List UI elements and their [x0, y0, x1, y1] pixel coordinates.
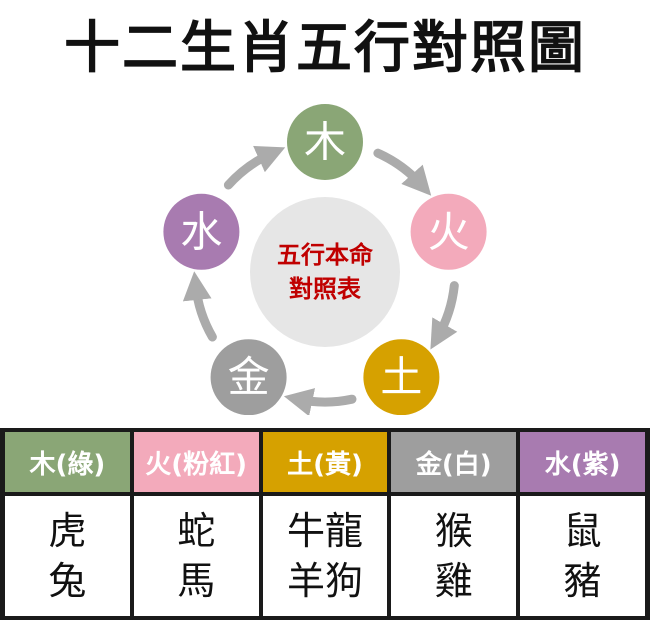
node-fire [410, 193, 487, 270]
arrow-water-to-wood [223, 145, 286, 190]
header-wood: 木(綠) [5, 432, 130, 492]
zodiac-animal: 猴 [434, 509, 473, 553]
zodiac-animal: 馬 [177, 559, 216, 603]
header-fire: 火(粉紅) [133, 432, 259, 492]
node-water-label: 水 [180, 207, 222, 256]
cell-earth: 牛龍 羊狗 [262, 496, 388, 616]
zodiac-animal: 虎 [48, 509, 87, 553]
node-earth [363, 339, 440, 415]
zodiac-animal: 蛇 [177, 509, 216, 553]
zodiac-animal: 牛龍 [286, 509, 363, 553]
cell-metal: 猴 雞 [391, 496, 517, 616]
zodiac-animal: 羊狗 [286, 559, 363, 603]
node-wood [287, 104, 363, 180]
node-wood-label: 木 [304, 118, 346, 167]
cycle-arrows [182, 145, 459, 415]
cell-water: 鼠 豬 [520, 496, 645, 616]
header-metal: 金(白) [391, 432, 517, 492]
cell-fire: 蛇 馬 [133, 496, 259, 616]
arrow-fire-to-earth [430, 281, 459, 350]
page-title: 十二生肖五行對照圖 [64, 16, 586, 81]
node-metal-label: 金 [228, 353, 270, 402]
cell-wood: 虎 兔 [5, 496, 130, 616]
node-water [163, 193, 240, 270]
header-earth: 土(黃) [262, 432, 388, 492]
node-earth-label: 土 [380, 353, 422, 402]
center-text-line-2: 對照表 [289, 275, 362, 303]
five-elements-cycle-diagram: 五行本命 對照表 木火土 金 水 [163, 104, 487, 415]
node-metal [210, 339, 287, 415]
zodiac-animal: 兔 [48, 559, 87, 603]
arrow-metal-to-water [182, 271, 217, 342]
center-text-line-1: 五行本命 [277, 241, 374, 269]
zodiac-animal: 鼠 [563, 509, 602, 553]
node-fire-label: 火 [428, 207, 470, 256]
zodiac-animal: 豬 [563, 559, 602, 603]
element-nodes: 木火土 金 水 [163, 104, 487, 415]
center-circle [250, 197, 400, 347]
arrow-wood-to-fire [373, 148, 432, 196]
zodiac-animal: 雞 [434, 559, 473, 603]
header-water: 水(紫) [520, 432, 645, 492]
zodiac-element-table: 木(綠) 火(粉紅) 土(黃) 金(白) 水(紫) 虎 兔 蛇 馬 牛龍 羊狗 … [0, 428, 650, 620]
arrow-earth-to-metal [283, 388, 357, 415]
